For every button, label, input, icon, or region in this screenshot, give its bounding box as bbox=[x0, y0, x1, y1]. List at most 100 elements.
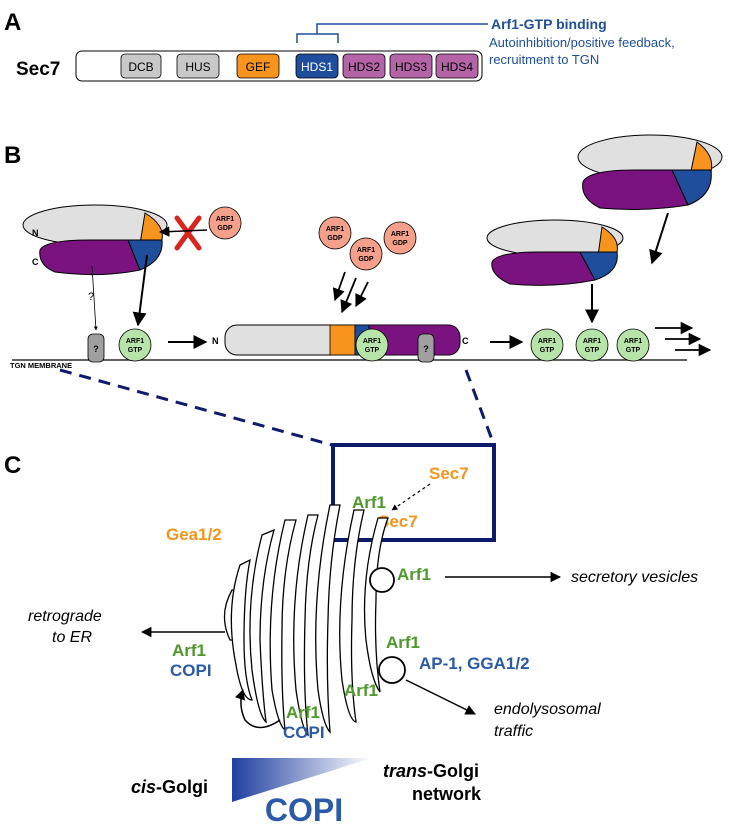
arf1-gdp-3 bbox=[383, 221, 417, 255]
domain-hds1: HDS1 bbox=[295, 53, 339, 79]
unknown-receptor-center bbox=[417, 333, 435, 363]
arrow-endolysosomal bbox=[405, 679, 476, 715]
arf1-gdp-3-l2: GDP bbox=[392, 240, 408, 247]
arf1-gtp-right-1-l2: GTP bbox=[540, 347, 555, 354]
domain-gef: GEF bbox=[236, 53, 280, 79]
arf1-gtp-right-3 bbox=[616, 328, 650, 362]
arf1-trans-label: Arf1 bbox=[344, 681, 378, 700]
arf1-gtp-left-l2: GTP bbox=[128, 347, 143, 354]
arf1-gtp-right-2-l1: ARF1 bbox=[583, 338, 601, 345]
unknown-receptor-left bbox=[87, 333, 105, 363]
copi-gradient-wedge bbox=[232, 758, 372, 802]
unknown-arrow-label: ? bbox=[88, 291, 94, 303]
domain-hds2: HDS2 bbox=[342, 53, 386, 79]
tgn-membrane-label: TGN MEMBRANE bbox=[10, 361, 72, 370]
gea-label: Gea1/2 bbox=[166, 525, 222, 544]
sec7-autoinhibited bbox=[22, 204, 168, 276]
domain-dcb-label: DCB bbox=[128, 60, 153, 74]
sec7-protein-label: Sec7 bbox=[16, 59, 60, 80]
trans-golgi-label: trans-Golgi bbox=[383, 761, 479, 781]
hds1-bracket bbox=[296, 23, 488, 43]
secretory-vesicles-label: secretory vesicles bbox=[571, 569, 698, 586]
arf1-gdp-1-l2: GDP bbox=[327, 235, 343, 242]
arf1-gtp-right-1-l1: ARF1 bbox=[538, 338, 556, 345]
copi-gradient-label: COPI bbox=[265, 792, 343, 827]
zoom-line-right bbox=[464, 369, 496, 446]
secretory-vesicle bbox=[369, 567, 395, 593]
domain-hds3: HDS3 bbox=[389, 53, 433, 79]
network-label: network bbox=[412, 784, 482, 804]
arf1-gtp-left bbox=[118, 328, 152, 362]
zoom-line-left bbox=[59, 368, 333, 447]
to-er-label: to ER bbox=[52, 629, 92, 646]
arrow-to-receptor bbox=[91, 265, 98, 331]
arf1-gtp-right-1 bbox=[530, 328, 564, 362]
domain-hds4: HDS4 bbox=[435, 53, 479, 79]
domain-hds1-label: HDS1 bbox=[301, 60, 333, 74]
arf1-label-box: Arf1 bbox=[352, 493, 386, 512]
golgi-stack bbox=[223, 504, 389, 737]
arf1-gtp-bound bbox=[355, 328, 389, 362]
arf1-gtp-right-3-l2: GTP bbox=[626, 347, 641, 354]
panel-a-letter: A bbox=[4, 9, 21, 36]
unknown-receptor-center-label: ? bbox=[423, 344, 429, 354]
sec7-left-c-label: C bbox=[32, 257, 39, 267]
panel-c-letter: C bbox=[4, 452, 21, 479]
sec7-autoinhibited-2 bbox=[486, 219, 624, 286]
sec7-left-n-label: N bbox=[32, 228, 39, 238]
arf1-gdp-1-l1: ARF1 bbox=[326, 226, 344, 233]
gdp-arrow-2 bbox=[340, 277, 357, 314]
unknown-receptor-left-label: ? bbox=[93, 344, 99, 354]
arf1-gtp-binding-title: Arf1-GTP binding bbox=[491, 16, 607, 32]
domain-dcb: DCB bbox=[120, 53, 162, 79]
copi-retrograde-label: COPI bbox=[170, 661, 212, 680]
traffic-label: traffic bbox=[494, 723, 533, 740]
annotation-line-1: Autoinhibition/positive feedback, bbox=[489, 35, 675, 50]
arf1-gdp-blocked-l2: GDP bbox=[217, 225, 233, 232]
arf1-gdp-2 bbox=[349, 237, 383, 271]
sec7-autoinhibited-3 bbox=[577, 134, 723, 210]
arf1-gtp-right-2-l2: GTP bbox=[585, 347, 600, 354]
arf1-endo-label: Arf1 bbox=[386, 633, 420, 652]
panel-b-letter: B bbox=[4, 142, 21, 169]
domain-hds2-label: HDS2 bbox=[348, 60, 380, 74]
arrow-sec7-3-down bbox=[649, 212, 669, 265]
domain-hds3-label: HDS3 bbox=[395, 60, 427, 74]
block-x-icon bbox=[174, 215, 202, 251]
arf1-gdp-blocked-l1: ARF1 bbox=[216, 216, 234, 223]
cis-golgi-label: cis-Golgi bbox=[131, 777, 208, 797]
arf1-gdp-blocked bbox=[208, 206, 242, 240]
domain-hus: HUS bbox=[176, 53, 220, 79]
intra-golgi-copi-arrow bbox=[235, 689, 281, 729]
arf1-gtp-bound-l1: ARF1 bbox=[363, 338, 381, 345]
arf1-gtp-left-l1: ARF1 bbox=[126, 338, 144, 345]
sec7-dashed-arrow bbox=[391, 483, 431, 511]
domain-hds4-label: HDS4 bbox=[441, 60, 473, 74]
arf1-secretory-label: Arf1 bbox=[397, 565, 431, 584]
copi-intra-label: COPI bbox=[283, 723, 325, 742]
endolysosomal-label: endolysosomal bbox=[494, 701, 601, 718]
arf1-gtp-bound-l2: GTP bbox=[365, 347, 380, 354]
blocked-arrow bbox=[158, 226, 208, 237]
gdp-arrow-3 bbox=[355, 281, 369, 308]
arf1-retrograde-label: Arf1 bbox=[172, 641, 206, 660]
domain-hus-label: HUS bbox=[185, 60, 210, 74]
arf1-gtp-right-3-l1: ARF1 bbox=[624, 338, 642, 345]
sec7-label-box-bottom: Sec7 bbox=[378, 512, 418, 531]
arf1-gdp-1 bbox=[318, 216, 352, 250]
gdp-arrow-1 bbox=[332, 271, 346, 302]
sec7-label-box-top: Sec7 bbox=[429, 464, 469, 483]
ap1-gga-label: AP-1, GGA1/2 bbox=[419, 654, 530, 673]
arrow-to-arf1-gtp bbox=[132, 254, 148, 327]
retrograde-label: retrograde bbox=[28, 608, 102, 625]
arf1-intra-label: Arf1 bbox=[286, 703, 320, 722]
domain-gef-label: GEF bbox=[246, 60, 271, 74]
annotation-line-2: recruitment to TGN bbox=[489, 52, 599, 67]
zoom-box bbox=[331, 443, 496, 542]
arf1-gtp-right-2 bbox=[575, 328, 609, 362]
arf1-gdp-3-l1: ARF1 bbox=[391, 231, 409, 238]
sec7-open-n-label: N bbox=[212, 336, 219, 346]
sec7-open-c-label: C bbox=[462, 336, 469, 346]
endolysosomal-vesicle bbox=[378, 656, 406, 684]
